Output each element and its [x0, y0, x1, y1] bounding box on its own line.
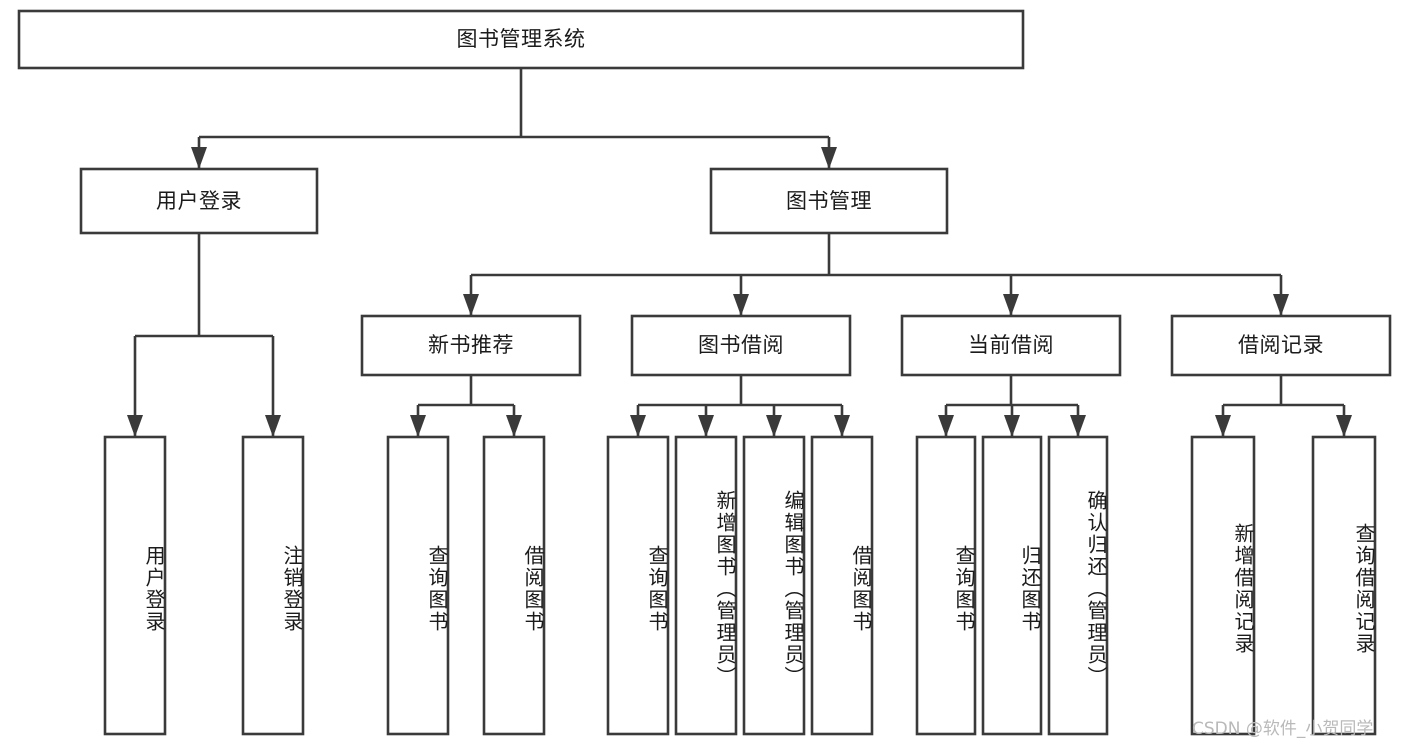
- node-box-leaf-add-record[interactable]: [1190, 435, 1256, 736]
- node-box-leaf-edit-book[interactable]: [742, 435, 806, 736]
- node-box-book-manage[interactable]: [709, 167, 949, 235]
- node-box-leaf-borrow-book-1[interactable]: [482, 435, 546, 736]
- node-box-user-login[interactable]: [79, 167, 319, 235]
- arrow-head-icon-leaf-add-book: [698, 415, 714, 437]
- node-box-leaf-user-logout[interactable]: [241, 435, 305, 736]
- arrow-head-icon-borrow-record: [1273, 294, 1289, 316]
- node-box-leaf-return-book[interactable]: [981, 435, 1043, 736]
- arrow-head-icon-leaf-return-book: [1004, 415, 1020, 437]
- node-box-borrow-record[interactable]: [1170, 314, 1392, 377]
- boxes-layer: [17, 9, 1392, 736]
- arrow-head-icon-leaf-query-book-1: [410, 415, 426, 437]
- node-box-book-borrow[interactable]: [630, 314, 852, 377]
- node-box-leaf-confirm-return[interactable]: [1047, 435, 1109, 736]
- node-box-new-book-rec[interactable]: [360, 314, 582, 377]
- node-box-root[interactable]: [17, 9, 1025, 70]
- arrow-head-icon-leaf-borrow-book-1: [506, 415, 522, 437]
- arrow-head-icon-leaf-query-record: [1336, 415, 1352, 437]
- arrow-head-icon-leaf-confirm-return: [1070, 415, 1086, 437]
- arrow-head-icon-book-manage: [821, 147, 837, 169]
- arrow-head-icon-user-login: [191, 147, 207, 169]
- node-box-leaf-query-book-1[interactable]: [386, 435, 450, 736]
- arrow-head-icon-leaf-user-logout: [265, 415, 281, 437]
- node-box-leaf-query-book-2[interactable]: [606, 435, 670, 736]
- arrow-head-icon-leaf-query-book-2: [630, 415, 646, 437]
- arrow-head-icon-book-borrow: [733, 294, 749, 316]
- node-box-leaf-borrow-book-2[interactable]: [810, 435, 874, 736]
- arrow-head-icon-new-book-rec: [463, 294, 479, 316]
- arrow-head-icon-leaf-edit-book: [766, 415, 782, 437]
- arrow-head-icon-leaf-borrow-book-2: [834, 415, 850, 437]
- arrow-head-icon-leaf-query-book-3: [938, 415, 954, 437]
- arrow-head-icon-leaf-add-record: [1215, 415, 1231, 437]
- node-box-leaf-query-record[interactable]: [1311, 435, 1377, 736]
- arrow-head-icon-current-borrow: [1003, 294, 1019, 316]
- node-box-leaf-query-book-3[interactable]: [915, 435, 977, 736]
- node-box-leaf-add-book[interactable]: [674, 435, 738, 736]
- node-box-leaf-user-login[interactable]: [103, 435, 167, 736]
- node-box-current-borrow[interactable]: [900, 314, 1122, 377]
- connectors-layer: [127, 68, 1352, 437]
- arrow-head-icon-leaf-user-login: [127, 415, 143, 437]
